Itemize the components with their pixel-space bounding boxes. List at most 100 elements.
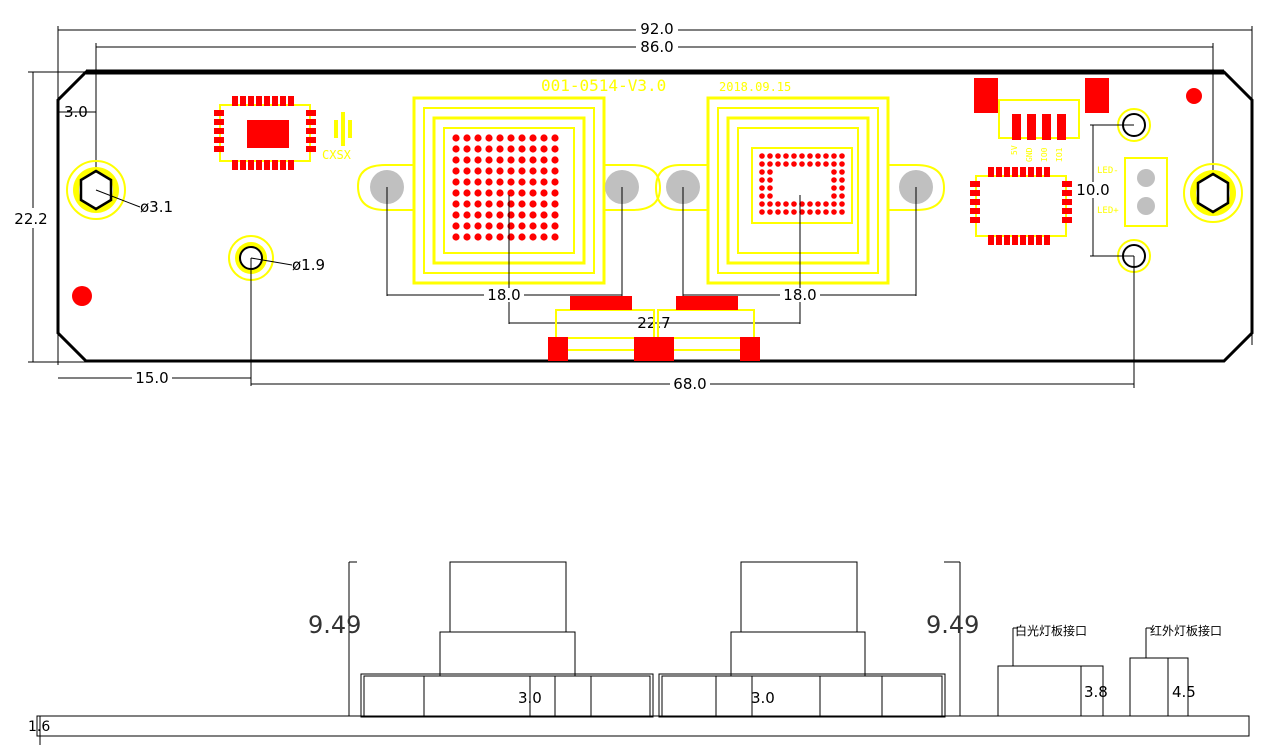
pad <box>767 209 773 215</box>
pad <box>807 209 813 215</box>
fiducial-left <box>72 286 92 306</box>
fpc-connector-right <box>654 296 760 361</box>
pad <box>452 200 460 208</box>
pad <box>839 177 845 183</box>
pad <box>988 235 994 245</box>
pad <box>540 211 548 219</box>
white-light-height-label: 3.8 <box>1084 683 1108 701</box>
silk-pin-0: 5V <box>1010 145 1019 155</box>
pad <box>1044 167 1050 177</box>
pad <box>551 178 559 186</box>
pad <box>970 199 980 205</box>
power-connector <box>974 78 1109 140</box>
pad <box>214 128 224 134</box>
pad <box>823 161 829 167</box>
pad <box>463 167 471 175</box>
pad <box>507 211 515 219</box>
pad <box>767 169 773 175</box>
pad <box>1028 167 1034 177</box>
pad <box>518 167 526 175</box>
pad <box>839 169 845 175</box>
pad <box>496 200 504 208</box>
pad <box>507 178 515 186</box>
pad <box>970 208 980 214</box>
pad <box>1062 190 1072 196</box>
pad <box>474 200 482 208</box>
pad <box>791 153 797 159</box>
pad <box>496 167 504 175</box>
dim-total-length-label: 92.0 <box>640 20 673 38</box>
pad <box>759 177 765 183</box>
pad <box>759 169 765 175</box>
ir-light-connector-label: 红外灯板接口 <box>1150 623 1222 638</box>
dim-small-hole-span-label: 68.0 <box>673 375 706 393</box>
pad <box>807 153 813 159</box>
pad <box>1012 167 1018 177</box>
dim-small-hole-offset-label: 15.0 <box>135 369 168 387</box>
pad <box>518 134 526 142</box>
pad <box>775 201 781 207</box>
dim-small-hole-label: ø1.9 <box>292 256 325 274</box>
pad <box>264 160 270 170</box>
pad <box>485 211 493 219</box>
pad <box>970 181 980 187</box>
pad <box>540 134 548 142</box>
pad <box>831 169 837 175</box>
pad <box>839 193 845 199</box>
pad <box>988 167 994 177</box>
pad <box>518 189 526 197</box>
pad <box>783 201 789 207</box>
pad <box>767 193 773 199</box>
pad <box>518 178 526 186</box>
pad <box>288 160 294 170</box>
pad <box>518 211 526 219</box>
pad <box>496 156 504 164</box>
pad <box>240 160 246 170</box>
pad <box>496 178 504 186</box>
pad <box>214 119 224 125</box>
pad <box>540 222 548 230</box>
pad <box>551 222 559 230</box>
pad <box>474 134 482 142</box>
pad <box>518 200 526 208</box>
pad <box>839 185 845 191</box>
pad <box>280 96 286 106</box>
pad <box>452 189 460 197</box>
pad <box>507 189 515 197</box>
pad <box>507 200 515 208</box>
side-left-module-height-label: 3.0 <box>518 689 542 707</box>
pad <box>485 134 493 142</box>
pad <box>529 134 537 142</box>
silk-led-0: LED- <box>1097 166 1119 176</box>
pad <box>474 156 482 164</box>
side-board <box>36 715 1250 737</box>
pad <box>996 167 1002 177</box>
pad <box>996 235 1002 245</box>
white-light-connector-label: 白光灯板接口 <box>1015 623 1087 638</box>
pad <box>232 96 238 106</box>
silk-pin-3: IO1 <box>1055 147 1064 162</box>
chip-right <box>970 167 1072 245</box>
pad <box>288 96 294 106</box>
pad <box>463 233 471 241</box>
pad <box>767 161 773 167</box>
silk-board-id: 001-0514-V3.0 <box>541 76 666 95</box>
pad <box>783 153 789 159</box>
pad <box>474 222 482 230</box>
fpc-connector-left <box>548 296 655 361</box>
pad <box>831 153 837 159</box>
pad <box>831 177 837 183</box>
pad <box>474 233 482 241</box>
pad <box>540 156 548 164</box>
pad <box>540 167 548 175</box>
pad <box>831 201 837 207</box>
pad <box>452 178 460 186</box>
fiducial-right <box>1186 88 1202 104</box>
pad <box>759 153 765 159</box>
dim-lens-left-label: 18.0 <box>487 286 520 304</box>
pad <box>540 189 548 197</box>
pad <box>759 161 765 167</box>
pad <box>529 156 537 164</box>
dim-lens-right-label: 18.0 <box>783 286 816 304</box>
pad <box>759 201 765 207</box>
